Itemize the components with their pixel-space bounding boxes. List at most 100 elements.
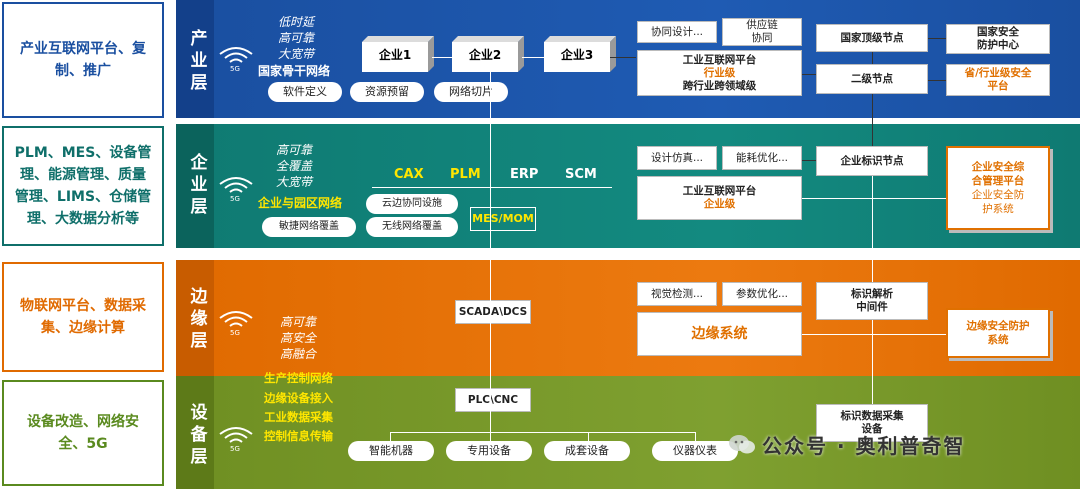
enterprise-feature-1: 高可靠 [276,143,313,157]
connector [610,57,636,58]
enterprise-security-line3: 企业安全防 [971,189,1025,201]
wifi-label: 5G [230,195,240,202]
enterprise-security-line2: 合管理平台 [971,175,1025,187]
system-plm: PLM [450,167,481,182]
enterprise-1-label: 企业1 [378,48,412,62]
enterprise-security-box: 企业安全综 合管理平台 企业安全防 护系统 [946,146,1050,230]
device-dedicated-equipment: 专用设备 [446,441,532,461]
industry-app-supply-chain: 供应链 协同 [722,18,802,46]
industry-pill-resource-reserve: 资源预留 [350,82,424,102]
device-bus-line [390,432,696,433]
left-box-edge: 物联网平台、数据采集、边缘计算 [2,262,164,372]
enterprise-pill-agile-network: 敏捷网络覆盖 [262,217,356,237]
id-data-collection-device: 标识数据采集 设备 [816,404,928,442]
national-top-node: 国家顶级节点 [816,24,928,52]
enterprise-layer-title: 企业层 [190,153,208,217]
industry-layer-title: 产业层 [190,29,208,93]
systems-bus-line [372,187,612,188]
industry-network-label: 国家骨干网络 [258,64,331,78]
edge-app-vision: 视觉检测... [637,282,717,306]
left-box-device-text: 设备改造、网络安全、5G [27,414,139,452]
connector [588,432,589,441]
connector [695,432,696,441]
industry-app-co-design: 协同设计... [637,21,717,43]
enterprise-feature-3: 大宽带 [276,175,313,189]
mes-mom-box: MES/MOM [470,207,536,231]
industry-platform-line3: 跨行业跨领域级 [682,79,757,92]
watermark-text: 公众号 · 奥利普奇智 [762,434,966,458]
connector [802,160,816,161]
enterprise-2-label: 企业2 [468,48,502,62]
left-box-industry-text: 产业互联网平台、复制、推广 [20,41,146,79]
device-network-4: 控制信息传输 [264,429,333,443]
device-network-3: 工业数据采集 [264,410,333,424]
secondary-node: 二级节点 [816,64,928,94]
enterprise-security-line1: 企业安全综 [971,161,1025,173]
id-resolution-middleware: 标识解析 中间件 [816,282,928,320]
connector [390,432,391,441]
wechat-icon [729,434,755,453]
system-erp: ERP [510,167,539,182]
edge-system-box: 边缘系统 [637,312,802,356]
device-instruments: 仪器仪表 [652,441,738,461]
scada-dcs-box: SCADA\DCS [455,300,531,324]
enterprise-id-node: 企业标识节点 [816,146,928,176]
connector [802,334,946,335]
industry-pill-software-defined: 软件定义 [268,82,342,102]
system-cax: CAX [394,167,424,182]
left-box-industry: 产业互联网平台、复制、推广 [2,2,164,118]
trunk-line [872,320,873,404]
device-complete-equipment: 成套设备 [544,441,630,461]
edge-security-box: 边缘安全防护 系统 [946,308,1050,358]
edge-title-strip [176,260,214,376]
wifi-label: 5G [230,329,240,336]
enterprise-pill-cloud-edge: 云边协同设施 [366,194,458,214]
left-box-edge-text: 物联网平台、数据采集、边缘计算 [20,298,146,336]
edge-security-label: 边缘安全防护 系统 [966,320,1030,346]
industry-feature-2: 高可靠 [278,31,315,45]
wifi-5g-icon: 5G [219,47,253,72]
connector [928,38,946,39]
enterprise-3-label: 企业3 [560,48,594,62]
edge-layer-band [176,260,1080,376]
device-title-strip [176,376,214,489]
connector [928,80,946,81]
industry-pill-network-slicing: 网络切片 [434,82,508,102]
wifi-label: 5G [230,445,240,452]
enterprise-2-box [452,36,524,72]
device-network-1: 生产控制网络 [264,371,333,385]
edge-app-param-opt: 参数优化... [722,282,802,306]
device-layer-title: 设备层 [190,403,208,467]
edge-feature-2: 高安全 [280,331,317,345]
enterprise-link [432,57,454,58]
enterprise-platform-line2: 企业级 [703,198,736,210]
wifi-5g-icon: 5G [219,427,253,452]
provincial-security-platform: 省/行业级安全 平台 [946,64,1050,96]
enterprise-app-energy-opt: 能耗优化... [722,146,802,170]
device-smart-machine: 智能机器 [348,441,434,461]
enterprise-pill-wireless: 无线网络覆盖 [366,217,458,237]
edge-feature-1: 高可靠 [280,315,317,329]
wifi-5g-icon: 5G [219,311,253,336]
wifi-5g-icon: 5G [219,177,253,202]
system-scm: SCM [565,167,597,182]
mes-mom-label: MES/MOM [472,212,534,225]
connector [802,198,946,199]
industry-feature-1: 低时延 [278,15,315,29]
industry-title-strip [176,0,214,118]
connector [802,74,816,75]
national-security-center: 国家安全 防护中心 [946,24,1050,54]
enterprise-title-strip [176,124,214,248]
industry-platform-box: 工业互联网平台 行业级 跨行业跨领域级 [637,50,802,96]
enterprise-1-box [362,36,434,72]
industry-platform-line2: 行业级 [703,66,736,79]
trunk-line [872,94,873,146]
enterprise-security-line4: 护系统 [982,203,1014,215]
industry-platform-line1: 工业互联网平台 [682,53,757,66]
industry-feature-3: 大宽带 [278,47,315,61]
wifi-label: 5G [230,65,240,72]
enterprise-platform-line1: 工业互联网平台 [682,185,757,197]
trunk-line [872,176,873,282]
left-box-enterprise: PLM、MES、设备管理、能源管理、质量管理、LIMS、仓储管理、大数据分析等 [2,126,164,246]
edge-layer-title: 边缘层 [190,287,208,351]
